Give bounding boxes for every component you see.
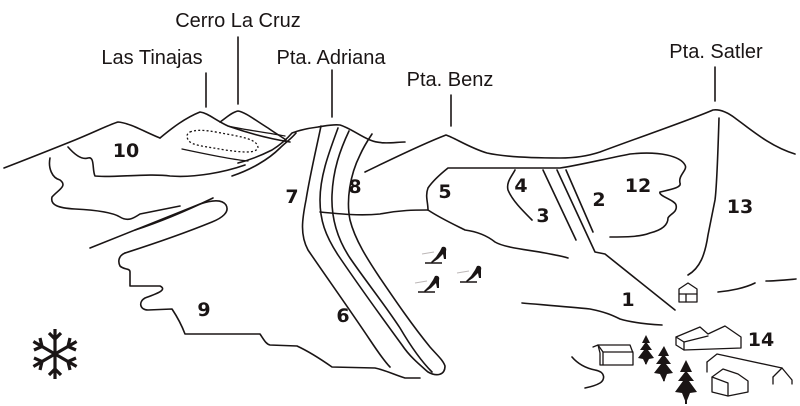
las-tinajas-ridge [159, 111, 291, 143]
lift-line-mid [556, 169, 676, 311]
inner-ridge-1 [227, 125, 286, 137]
central-trails [301, 125, 446, 376]
peak-label-cerro-la-cruz: Cerro La Cruz [175, 10, 301, 32]
snowflake-icon [32, 329, 78, 379]
road-lower [134, 197, 214, 231]
peak-label-pta-adriana: Pta. Adriana [277, 47, 387, 69]
run-number-5: 5 [438, 181, 451, 203]
run-number-9: 9 [197, 299, 210, 321]
run-number-10: 10 [113, 140, 139, 162]
adriana-saddle [237, 123, 406, 164]
run-4-3-divider [506, 169, 533, 221]
run-number-2: 2 [592, 189, 605, 211]
pine-tree-icon [638, 335, 697, 404]
bottom-left-curve [571, 356, 605, 389]
run-7-left-edge [231, 132, 297, 177]
lodge-icon-small [678, 282, 698, 303]
lift-line-left [542, 169, 577, 241]
peak-pointers [205, 36, 716, 127]
run-number-12: 12 [625, 175, 651, 197]
trail-line-a [301, 125, 391, 368]
run-number-13: 13 [727, 196, 753, 218]
cerro-la-cruz-ridge [219, 110, 287, 141]
run-1-line [521, 302, 663, 326]
right-valley-line-1 [717, 282, 756, 293]
run-9-outline [118, 252, 421, 379]
lodge-icon-14-bottom [706, 353, 793, 397]
run-number-7: 7 [285, 186, 298, 208]
ridgelines [3, 109, 796, 173]
run-number-3: 3 [536, 205, 549, 227]
peak-label-pta-satler: Pta. Satler [669, 41, 763, 63]
run-5-boundary [425, 152, 687, 238]
left-ridge [3, 121, 161, 169]
peak-label-las-tinajas: Las Tinajas [101, 47, 202, 69]
glacier-outline [186, 129, 259, 153]
trail-line-c [331, 130, 433, 373]
lodge-icon-left [592, 344, 634, 366]
run-5-lower [427, 209, 569, 259]
run-number-4: 4 [514, 175, 527, 197]
run-9-boundary-top [48, 157, 181, 221]
run-number-1: 1 [621, 289, 634, 311]
trail-line-b [319, 127, 446, 376]
pta-benz-ridge [364, 109, 796, 173]
skier-icon [414, 246, 482, 293]
inner-ridge-2 [181, 148, 249, 162]
peak-label-pta-benz: Pta. Benz [407, 69, 494, 91]
run-number-8: 8 [348, 176, 361, 198]
trail-cross-line [319, 209, 429, 216]
run-10-boundary [67, 146, 246, 178]
peak-labels: Las Tinajas Cerro La Cruz Pta. Adriana P… [101, 10, 763, 91]
right-valley-line-2 [765, 278, 797, 282]
road-upper [89, 199, 228, 254]
run-numbers: 1 2 3 4 5 6 7 8 9 10 12 13 14 [113, 140, 774, 351]
run-number-6: 6 [336, 305, 349, 327]
lift-line-right [565, 169, 594, 233]
run-13-line [687, 117, 720, 276]
run-number-14: 14 [748, 329, 774, 351]
lodge-icon-14-top [675, 325, 742, 351]
